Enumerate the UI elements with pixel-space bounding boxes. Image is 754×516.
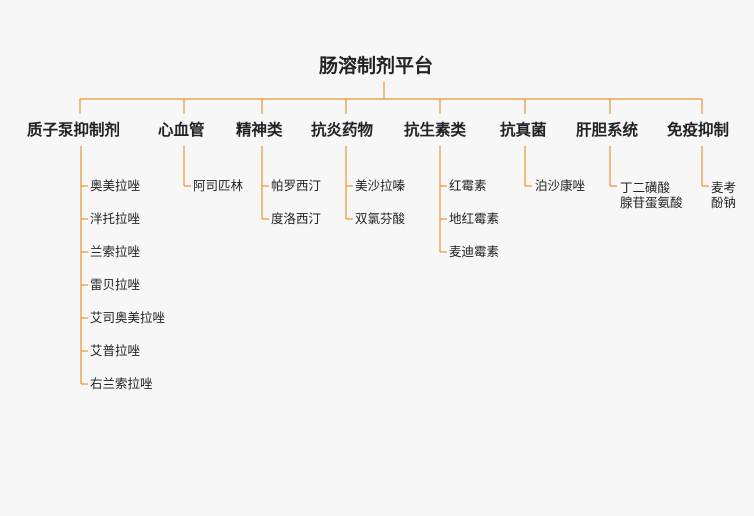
leaf-item: 度洛西汀 — [271, 211, 322, 226]
leaf-item: 阿司匹林 — [193, 178, 244, 193]
category-label: 肝胆系统 — [576, 121, 639, 139]
leaf-item: 麦考 酚钠 — [711, 180, 737, 210]
leaf-item: 地红霉素 — [449, 211, 500, 226]
leaf-item: 美沙拉嗪 — [355, 178, 406, 193]
leaf-item: 奥美拉唑 — [90, 178, 141, 193]
category-label: 心血管 — [158, 121, 205, 139]
category-label: 抗真菌 — [500, 121, 547, 139]
leaf-item: 右兰索拉唑 — [90, 376, 153, 391]
leaf-item: 泊沙康唑 — [535, 178, 586, 193]
leaf-item: 帕罗西汀 — [271, 178, 322, 193]
category-label: 质子泵抑制剂 — [27, 121, 121, 139]
leaf-item: 雷贝拉唑 — [90, 277, 141, 292]
leaf-item: 泮托拉唑 — [90, 211, 141, 226]
leaf-item: 红霉素 — [449, 178, 487, 193]
leaf-item: 丁二磺酸 腺苷蛋氨酸 — [620, 180, 683, 210]
leaf-item: 艾司奥美拉唑 — [90, 310, 166, 325]
leaf-item: 双氯芬酸 — [355, 211, 406, 226]
category-label: 抗生素类 — [404, 121, 467, 139]
leaf-item: 麦迪霉素 — [449, 244, 500, 259]
leaf-item: 艾普拉唑 — [90, 343, 141, 358]
category-label: 精神类 — [236, 121, 283, 139]
leaf-item: 兰索拉唑 — [90, 244, 141, 259]
diagram-title: 肠溶制剂平台 — [319, 55, 434, 77]
category-label: 抗炎药物 — [311, 121, 374, 139]
category-label: 免疫抑制 — [667, 121, 730, 139]
